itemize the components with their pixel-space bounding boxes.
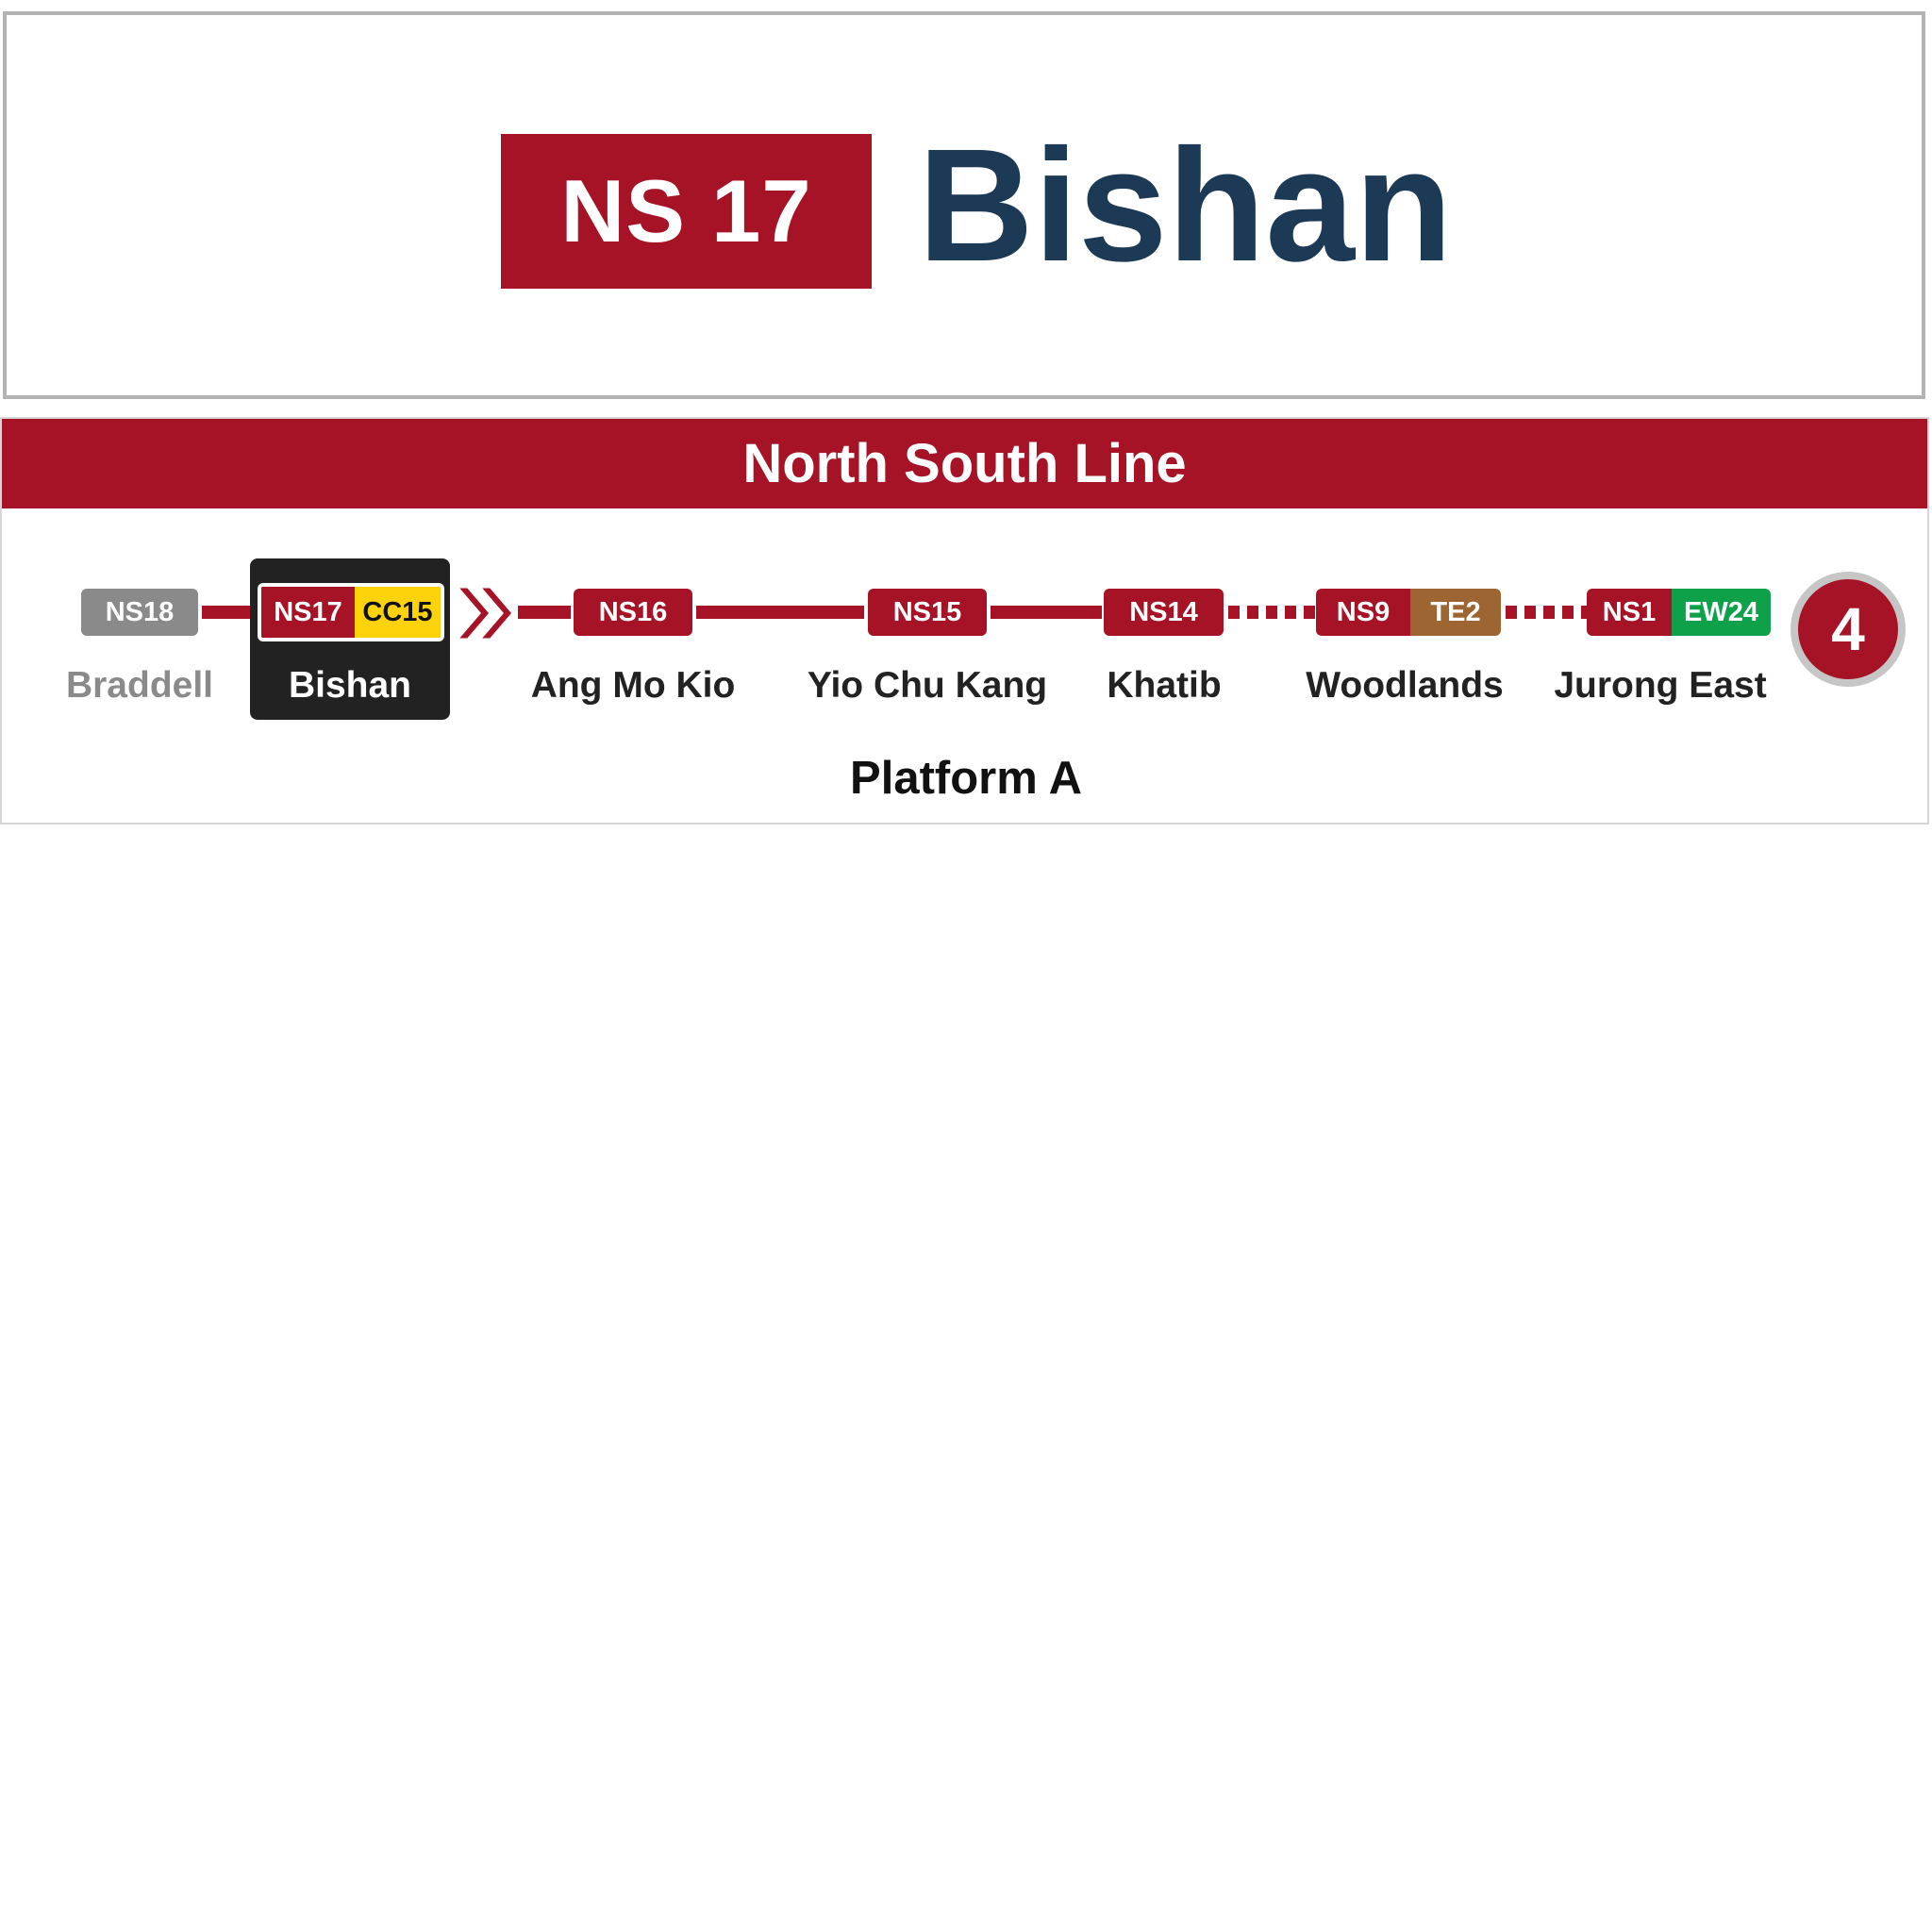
code-ns18: NS18 [81,589,198,636]
station-label-woodlands: Woodlands [1306,665,1504,706]
station-name: Bishan [918,116,1453,295]
code-ns16: NS16 [574,589,692,636]
code-ns14: NS14 [1104,589,1224,636]
station-code-badge: NS15 [868,589,987,636]
station-label-yio-chu-kang: Yio Chu Kang [807,665,1048,706]
station-code-badge: NS17 CC15 [258,583,444,641]
code-te2: TE2 [1410,589,1501,636]
track-segment [202,606,251,619]
code-ns9: NS9 [1316,589,1410,636]
code-cc15: CC15 [355,587,441,638]
code-ns1: NS1 [1587,589,1672,636]
code-ns17: NS17 [261,587,355,638]
station-label-bishan: Bishan [288,665,412,706]
station-code-badge: NS1 EW24 [1587,589,1771,636]
track-segment [991,606,1102,619]
station-code-badge: NS16 [574,589,692,636]
station-code-badge: NS14 [1104,589,1224,636]
platform-number-badge: 4 [1790,572,1906,687]
direction-chevron-icon [453,585,515,641]
code-ns15: NS15 [868,589,987,636]
line-name-banner: North South Line [2,419,1927,508]
station-label-ang-mo-kio: Ang Mo Kio [530,665,736,706]
station-label-khatib: Khatib [1107,665,1222,706]
station-code-badge: NS9 TE2 [1316,589,1501,636]
track-segment [518,606,571,619]
track-segment [696,606,864,619]
station-name-sign: NS 17 Bishan [3,11,1925,399]
station-label-braddell: Braddell [65,665,214,706]
station-code-box: NS 17 [501,134,872,289]
station-code-badge: NS18 [81,589,198,636]
code-ew24: EW24 [1672,589,1771,636]
platform-label: Platform A [850,753,1082,804]
station-label-jurong-east: Jurong East [1554,665,1767,706]
